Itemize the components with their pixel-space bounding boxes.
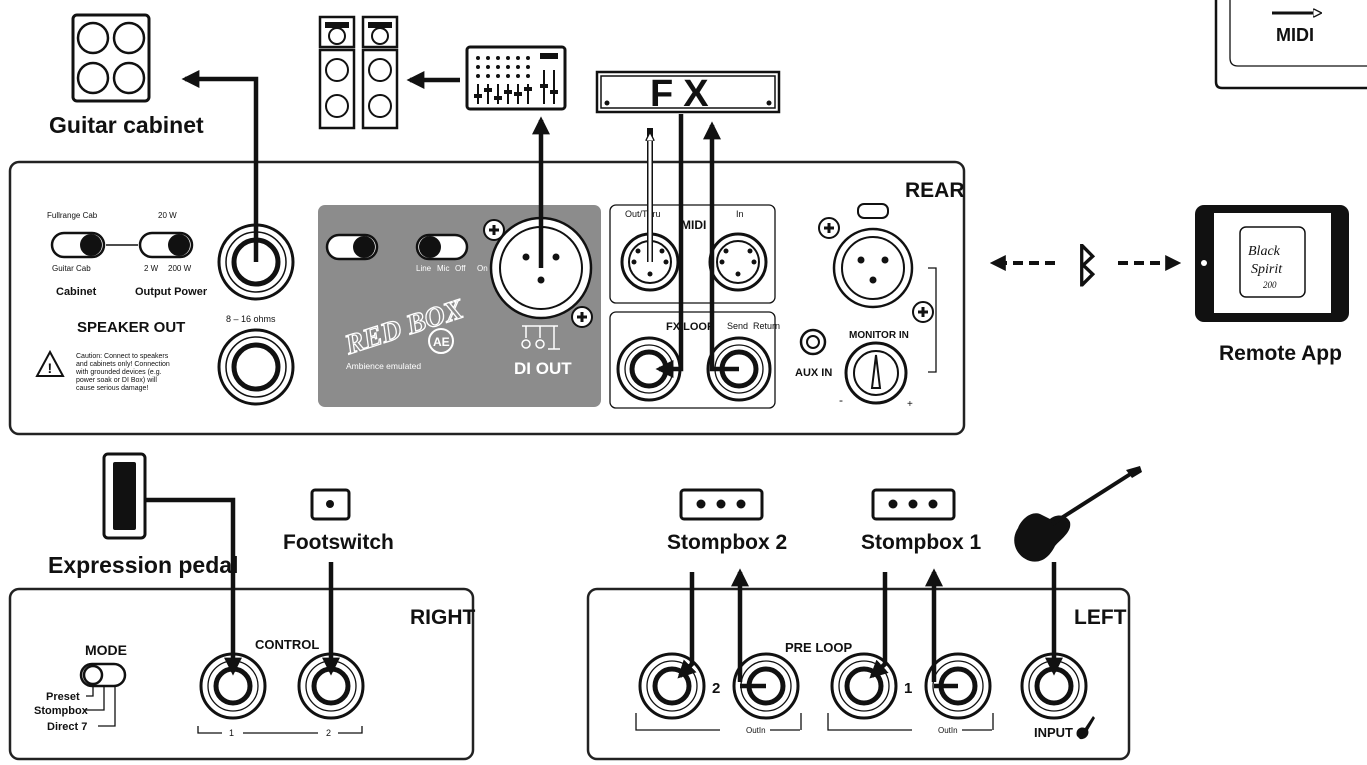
stompbox-label: Stompbox bbox=[34, 705, 89, 717]
stompbox-1-label: Stompbox 1 bbox=[861, 531, 981, 554]
aux-in-jack[interactable] bbox=[799, 328, 827, 356]
fx-label: FX bbox=[650, 73, 719, 115]
cable-pedal-to-control-1 bbox=[145, 497, 242, 676]
plus-icon bbox=[912, 301, 934, 323]
cable-return-to-fx bbox=[703, 121, 739, 372]
warning-icon: ! bbox=[35, 349, 65, 377]
fx-loop-label: FX LOOP bbox=[666, 321, 714, 333]
guitar-cabinet-icon bbox=[71, 13, 151, 103]
in-label: In bbox=[736, 209, 744, 219]
mixer-icon bbox=[465, 45, 567, 111]
guitar-cabinet-label: Guitar cabinet bbox=[49, 112, 204, 138]
cable-fx-to-send bbox=[655, 114, 684, 378]
ground-lift-icon bbox=[521, 325, 560, 350]
monitor-in-label: MONITOR IN bbox=[849, 330, 909, 341]
pa-speakers-icon bbox=[318, 15, 399, 130]
control-1-label: 1 bbox=[229, 728, 234, 738]
output-power-label: Output Power bbox=[135, 286, 208, 298]
mic-label: Mic bbox=[437, 264, 449, 273]
left-label: LEFT bbox=[1074, 606, 1127, 629]
on-label: On bbox=[477, 264, 488, 273]
caution-line-2: and cabinets only! Connection bbox=[76, 361, 170, 368]
out-thru-label: Out/Thru bbox=[625, 209, 661, 219]
fx-unit bbox=[595, 70, 781, 114]
ambience-label: Ambience emulated bbox=[346, 361, 421, 371]
20w-label: 20 W bbox=[158, 211, 177, 220]
stompbox-1-icon bbox=[871, 488, 956, 521]
fullrange-cab-label: Fullrange Cab bbox=[47, 211, 98, 220]
expression-pedal-icon bbox=[102, 452, 147, 540]
stompbox-2-label: Stompbox 2 bbox=[667, 531, 787, 554]
monitor-volume-knob[interactable] bbox=[844, 341, 908, 405]
svg-text:!: ! bbox=[48, 360, 53, 376]
2w-label: 2 W bbox=[144, 264, 159, 273]
expression-pedal-label: Expression pedal bbox=[48, 552, 238, 578]
control-jack-2[interactable] bbox=[297, 652, 365, 720]
midi-in-jack[interactable] bbox=[708, 232, 768, 292]
cable-speaker-out-to-cab bbox=[181, 70, 259, 262]
input-label: INPUT bbox=[1034, 725, 1073, 740]
monitor-in-jack[interactable] bbox=[832, 203, 914, 309]
midi-label: MIDI bbox=[681, 218, 706, 232]
speaker-out-label: SPEAKER OUT bbox=[77, 319, 185, 336]
tablet-icon bbox=[1195, 205, 1349, 322]
midi-device-label: MIDI bbox=[1276, 25, 1314, 45]
minus-label: - bbox=[839, 393, 843, 407]
cabinet-switch[interactable] bbox=[50, 231, 106, 259]
pre-loop-1-label: 1 bbox=[904, 680, 912, 697]
plus-icon bbox=[571, 306, 593, 328]
line-label: Line bbox=[416, 264, 432, 273]
footswitch-label: Footswitch bbox=[283, 531, 394, 554]
app-logo-line-2: Spirit bbox=[1251, 262, 1283, 277]
plus-icon bbox=[483, 219, 505, 241]
ohms-label: 8 – 16 ohms bbox=[226, 314, 276, 324]
bluetooth-icon: ᛒ bbox=[1073, 239, 1101, 291]
send-label: Send bbox=[727, 321, 748, 331]
redbox-switch-1[interactable] bbox=[325, 233, 379, 261]
preset-label: Preset bbox=[46, 691, 80, 703]
direct7-label: Direct 7 bbox=[47, 721, 87, 733]
guitar-small-icon bbox=[1076, 716, 1095, 740]
pre-loop-send-2-jack[interactable] bbox=[638, 652, 706, 720]
mode-switch[interactable] bbox=[79, 662, 127, 688]
200w-label: 200 W bbox=[168, 264, 192, 273]
caution-line-3: with grounded devices (e.g. bbox=[75, 369, 162, 376]
outin-label-2: OutIn bbox=[746, 726, 766, 735]
di-out-label: DI OUT bbox=[514, 359, 572, 378]
rear-label: REAR bbox=[905, 179, 965, 202]
pre-loop-label: PRE LOOP bbox=[785, 640, 853, 655]
mode-label: MODE bbox=[85, 642, 127, 658]
app-logo-line-3: 200 bbox=[1263, 280, 1277, 290]
aux-in-label: AUX IN bbox=[795, 367, 832, 379]
cable-stompbox2-to-send bbox=[677, 572, 697, 679]
cabinet-label: Cabinet bbox=[56, 286, 97, 298]
speaker-out-jack-2[interactable] bbox=[217, 328, 295, 406]
app-logo-line-1: Black bbox=[1248, 244, 1281, 259]
plus-label: + bbox=[907, 399, 913, 410]
right-label: RIGHT bbox=[410, 606, 476, 629]
footswitch-icon bbox=[310, 488, 351, 521]
stompbox-2-icon bbox=[679, 488, 764, 521]
pre-loop-2-label: 2 bbox=[712, 680, 720, 697]
outin-label-1: OutIn bbox=[938, 726, 958, 735]
control-2-label: 2 bbox=[326, 728, 331, 738]
guitar-icon bbox=[1014, 466, 1142, 562]
off-label: Off bbox=[455, 264, 466, 273]
ae-label: AE bbox=[433, 335, 450, 349]
caution-line-4: power soak or DI Box) will bbox=[76, 377, 157, 384]
plus-icon bbox=[818, 217, 840, 239]
ae-badge bbox=[428, 328, 454, 354]
caution-line-1: Caution: Connect to speakers bbox=[76, 353, 169, 360]
return-label: Return bbox=[753, 321, 780, 331]
remote-app-label: Remote App bbox=[1219, 342, 1342, 365]
midi-device bbox=[1214, 0, 1367, 90]
caution-line-5: cause serious damage! bbox=[76, 385, 148, 392]
output-power-switch[interactable] bbox=[138, 231, 194, 259]
redbox-switch-2[interactable] bbox=[415, 233, 469, 261]
cable-stompbox1-to-send bbox=[869, 572, 889, 679]
control-label: CONTROL bbox=[255, 637, 319, 652]
guitar-cab-label: Guitar Cab bbox=[52, 264, 91, 273]
